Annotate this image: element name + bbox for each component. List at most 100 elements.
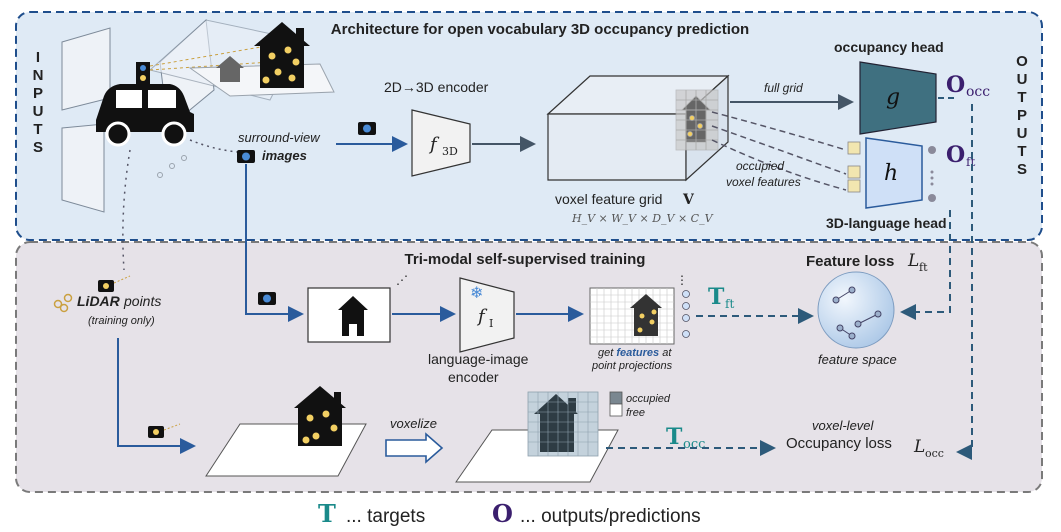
voxel-level-label: voxel-level [812, 418, 875, 433]
h-output-nodes [928, 146, 936, 202]
voxel-grid-symbol: V [682, 192, 695, 208]
T-occ-symbol: T [666, 424, 683, 450]
surround-view-dotted-path [189, 139, 239, 153]
occupied-feature-links [711, 111, 847, 191]
car-icon [96, 62, 194, 147]
lidar-label: LiDAR [77, 293, 121, 309]
house-with-points-icon [254, 22, 310, 88]
lidar-training-only-label: (training only) [88, 315, 155, 327]
legend-O-text: ... outputs/predictions [520, 506, 701, 527]
svg-text:P: P [33, 85, 43, 102]
point-projections-label: point projections [591, 360, 673, 372]
voxel-grid-label: voxel feature grid [555, 191, 662, 207]
fI-subscript: I [489, 317, 493, 330]
occupied-label: occupied [736, 159, 784, 173]
get-features-label: get features at [598, 347, 672, 359]
free-swatch [609, 403, 623, 417]
inputs-label: I N P U T S [33, 49, 44, 156]
lidar-ray [163, 423, 181, 431]
encoder-f3d-block [411, 109, 471, 177]
lidar-points-icon [53, 293, 73, 313]
occupancy-head-g [859, 61, 937, 135]
occupied-swatch [609, 391, 623, 405]
O-occ-subscript: occ [966, 84, 990, 100]
lidar-points-label: points [123, 293, 161, 309]
svg-text:U: U [33, 103, 44, 120]
svg-text:S: S [33, 139, 43, 156]
svg-text:N: N [33, 67, 44, 84]
O-ft-symbol: O [946, 142, 965, 168]
g-symbol: g [886, 85, 900, 110]
voxelize-label: voxelize [390, 416, 437, 431]
L-ft-subscript: ft [919, 261, 928, 274]
feature-grid-image [589, 287, 675, 345]
language-image-label: language-image [428, 351, 529, 367]
camera-icon [237, 150, 255, 163]
legend-T-symbol: T [318, 499, 336, 528]
lidar-ray [113, 275, 131, 284]
T-ft-symbol: T [708, 284, 725, 310]
full-grid-label: full grid [764, 81, 803, 95]
feature-nodes [682, 290, 690, 338]
svg-text:U: U [1017, 125, 1028, 142]
camera-icon [258, 292, 276, 305]
encoder-label: 2D→3D encoder [384, 79, 489, 95]
outputs-label: O U T P U T S [1016, 53, 1028, 178]
bottom-panel-title: Tri-modal self-supervised training [405, 251, 646, 268]
occupied-voxel-cubes [847, 141, 861, 193]
feature-loss-label: Feature loss [806, 253, 894, 270]
svg-text:U: U [1017, 71, 1028, 88]
legend-T-text: ... targets [346, 506, 425, 527]
camera-icon [358, 122, 376, 135]
voxel-features-label: voxel features [726, 175, 801, 189]
L-occ-subscript: occ [925, 447, 944, 460]
top-panel-title: Architecture for open vocabulary 3D occu… [331, 21, 749, 38]
dash-Oocc-to-occupancy-loss [956, 104, 973, 460]
lidar-camera-icon [98, 280, 114, 292]
feature-space-label: feature space [818, 352, 897, 367]
snowflake-icon: ❄ [470, 285, 483, 302]
images-label: images [262, 148, 307, 163]
svg-text:I: I [36, 49, 40, 66]
ellipsis: ⋰ [396, 273, 408, 287]
voxel-cubes [675, 89, 719, 151]
feature-space-points [832, 286, 882, 340]
dash-Oft-to-feature-loss [900, 210, 951, 320]
L-ft-symbol: L [907, 251, 919, 271]
O-occ-symbol: O [946, 72, 965, 98]
svg-text:T: T [1017, 143, 1026, 160]
surround-view-label: surround-view [238, 130, 321, 145]
voxelize-arrow [385, 432, 444, 464]
voxelized-house [527, 391, 599, 457]
svg-text:T: T [33, 121, 42, 138]
lidar-house-icon [294, 386, 346, 446]
feature-space-sphere [817, 271, 895, 349]
language-head-label: 3D-language head [826, 215, 947, 231]
legend-O-symbol: O [492, 499, 513, 528]
language-image-encoder-fI [459, 277, 515, 353]
svg-text:P: P [1017, 107, 1027, 124]
free-legend-label: free [626, 407, 645, 419]
arrow-images-to-language-encoder [245, 164, 304, 322]
language-head-h [865, 137, 923, 209]
svg-text:T: T [1017, 89, 1026, 106]
occupancy-loss-label: Occupancy loss [786, 435, 892, 452]
svg-text:S: S [1017, 161, 1027, 178]
lidar-ray-dots [157, 155, 187, 178]
occupancy-head-label: occupancy head [834, 39, 944, 55]
h-symbol: h [884, 161, 898, 186]
ellipsis: ⋮ [676, 273, 688, 287]
arrow-lidar-to-ground [117, 338, 196, 454]
house-icon [338, 296, 368, 336]
lidar-camera-icon-bottom [148, 426, 164, 438]
occupied-legend-label: occupied [626, 393, 671, 405]
T-occ-subscript: occ [683, 437, 705, 452]
encoder-label: encoder [448, 369, 499, 385]
T-ft-subscript: ft [725, 297, 734, 311]
svg-text:O: O [1016, 53, 1028, 70]
O-ft-subscript: ft [966, 155, 975, 169]
encoder-f3d-subscript: 3D [442, 145, 458, 158]
small-house-icon [216, 56, 244, 82]
voxel-dims: H_V × W_V × D_V × C_V [571, 212, 714, 225]
